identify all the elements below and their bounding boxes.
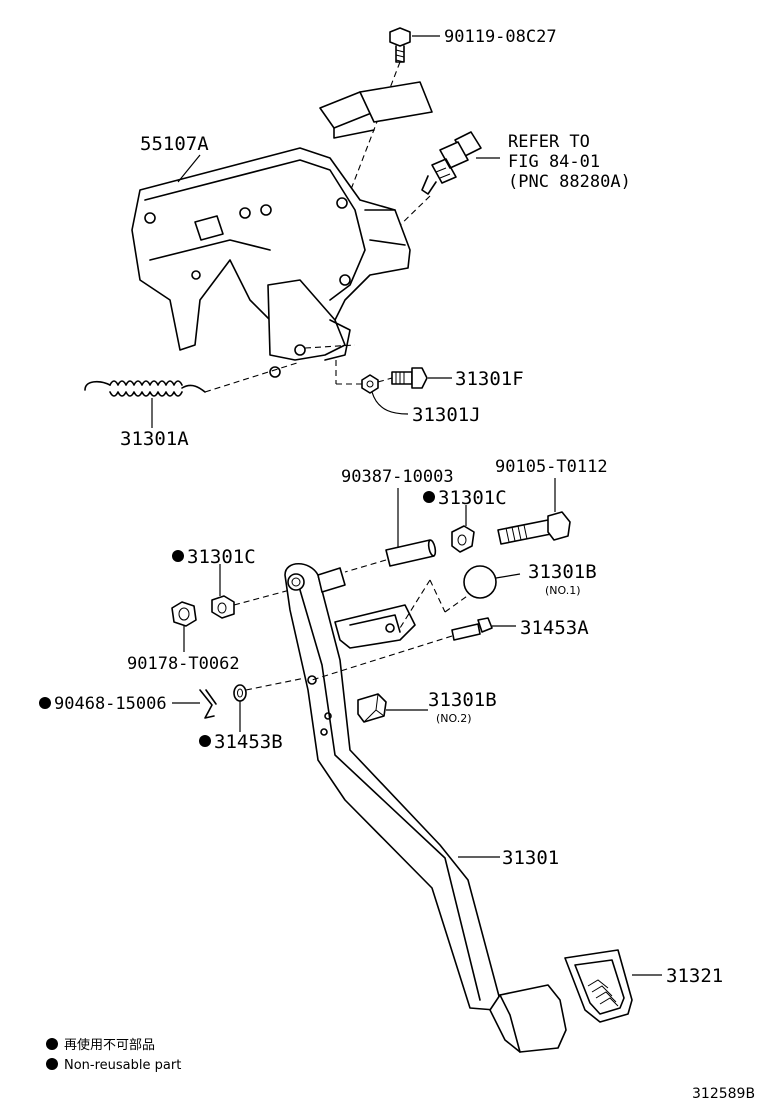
pedal-arm (284, 562, 501, 1011)
non-reusable-marker (423, 491, 435, 503)
bolt-90119-08c27 (389, 27, 411, 63)
label-bolt-31301f: 31301F (455, 368, 524, 390)
label-pin-31453a: 31453A (520, 617, 589, 639)
cushion-no1 (463, 565, 497, 599)
label-cushion-no1-sub: (NO.1) (545, 584, 581, 597)
figure-number: 312589B (692, 1086, 755, 1102)
label-bolt-top: 90119-08C27 (444, 27, 557, 47)
stop-lamp-switch (421, 131, 482, 195)
label-clip: 90468-15006 (54, 694, 167, 714)
return-spring (84, 380, 206, 397)
label-nut-left: 90178-T0062 (127, 654, 240, 674)
label-pedal-arm: 31301 (502, 847, 559, 869)
pedal-pad-base (489, 984, 567, 1053)
label-cushion-no2-sub: (NO.2) (436, 712, 472, 725)
label-cushion-no2: 31301B (428, 689, 497, 711)
label-nut-31301j: 31301J (412, 404, 481, 426)
label-spring: 31301A (120, 428, 189, 450)
bushing-31453b (233, 684, 247, 702)
label-bushing-right: 31301C (438, 487, 507, 509)
nut-90178-t0062 (171, 601, 197, 627)
cushion-no2 (357, 693, 387, 723)
pedal-support-bracket (131, 147, 411, 378)
label-cushion-no1: 31301B (528, 561, 597, 583)
label-collar: 90387-10003 (341, 467, 454, 487)
non-reusable-marker (172, 550, 184, 562)
pedal-pad-31321 (564, 949, 633, 1023)
bushing-31301c-right (451, 525, 475, 553)
label-pivot-bolt: 90105-T0112 (495, 457, 608, 477)
collar-90387-10003 (385, 539, 437, 567)
pin-31453a (451, 617, 493, 641)
label-bracket: 55107A (140, 133, 209, 155)
legend-bullet (46, 1038, 58, 1050)
label-refer-line1: REFER TO (508, 132, 590, 152)
label-bushing-31453b: 31453B (214, 731, 283, 753)
clip-90468-15006 (199, 689, 217, 719)
mounting-plate (319, 81, 433, 139)
non-reusable-marker (199, 735, 211, 747)
label-bushing-left: 31301C (187, 546, 256, 568)
nut-31301j (361, 374, 379, 394)
label-refer-line2: FIG 84-01 (508, 152, 600, 172)
bushing-31301c-left (211, 595, 235, 619)
legend: 再使用不可部品 Non-reusable part (46, 1037, 181, 1073)
label-pedal-pad: 31321 (666, 965, 723, 987)
bolt-31301f (391, 367, 428, 389)
legend-line-ja: 再使用不可部品 (64, 1037, 155, 1053)
legend-line-en: Non-reusable part (64, 1058, 181, 1073)
label-refer-line3: (PNC 88280A) (508, 172, 631, 192)
non-reusable-marker (39, 697, 51, 709)
pivot-bolt (497, 511, 571, 545)
legend-bullet (46, 1058, 58, 1070)
